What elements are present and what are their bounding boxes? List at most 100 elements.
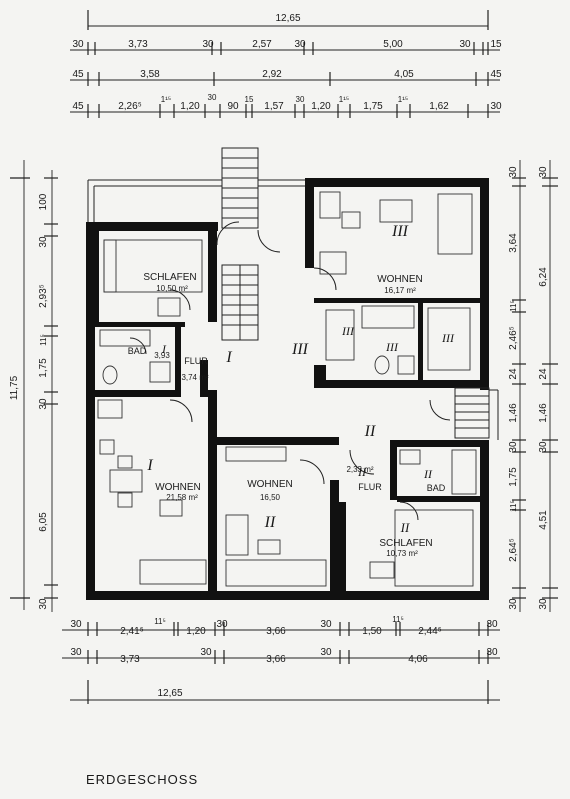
top-row3-ticks [87,104,489,118]
wall-east-lower [480,440,489,600]
dim-label: 1,75 [363,101,383,112]
left-total-label: 11,75 [9,375,20,400]
dim-label: 3,58 [140,69,160,80]
wall-north-right [305,178,489,187]
dim-label: 30 [320,619,332,630]
dim-label: 30 [200,647,212,658]
wall-bad2-west [390,440,397,500]
fixtures [87,147,499,521]
top-dimensions: 12,65 30 3,73 30 2,57 30 5,00 30 15 [70,10,502,118]
door-swing [169,399,193,423]
left-dimensions: 11,75 100 30 2,93⁵ 11⁵ 1,75 30 6,05 30 [9,160,58,612]
dim-label: 30 [508,441,519,453]
wall-bad2-north [390,440,489,447]
dim-label: 3,64 [508,233,519,253]
dim-label: 30 [320,647,332,658]
dim-label: 15 [490,39,502,50]
table [379,199,413,223]
wall-wohnen3-west [305,178,314,268]
wall-bath-divider [418,298,423,388]
dim-label: 2,92 [262,69,282,80]
dim-label: 30 [38,598,49,610]
door-swing [429,399,451,421]
wall-schlafen1-south [95,322,185,327]
walls [86,178,489,600]
dim-label: 11⁵ [509,300,518,312]
dim-label: 3,73 [120,654,140,665]
top-total-label: 12,65 [275,13,300,24]
dim-label: 11⁵ [39,334,48,346]
dim-label: 1¹⁵ [161,95,171,104]
unit-mark: III [341,324,355,338]
left-row-ticks [44,177,58,599]
room-area: 16,17 m² [384,286,416,295]
wall-south-left [86,591,221,600]
door-swing [216,221,240,246]
room-name: SCHLAFEN [143,272,196,283]
unit-mark: II [264,514,276,531]
room-name: WOHNEN [377,274,423,285]
wall-west [86,222,95,600]
dim-label: 45 [490,69,502,80]
bed [394,509,474,587]
dim-label: 30 [538,441,549,453]
room-area: 3,74 m² [181,373,208,382]
dim-label: 30 [508,166,519,178]
dim-label: 30 [202,39,214,50]
dim-label: 1,50 [362,626,382,637]
dim-label: 30 [538,598,549,610]
dim-label: 2,41⁵ [120,626,144,637]
dim-label: 2,93⁵ [38,284,49,308]
dim-label: 1,75 [38,358,49,378]
dim-label: 1,75 [508,467,519,487]
room-area: 16,50 [260,493,281,502]
dim-label: 11⁵ [509,500,518,512]
door-swing [129,337,147,355]
unit-mark: II [423,467,433,481]
dim-label: 4,51 [538,510,549,530]
wall-bad1-east [175,322,181,397]
east-stair [454,387,490,439]
entrance-stair-steps [222,157,258,219]
wall-wohnen2-east [330,480,339,600]
door-swing [313,267,337,291]
dim-label: 4,06 [408,654,428,665]
room-area: 10,50 m² [156,284,188,293]
dim-label: 3,66 [266,654,286,665]
wall-upper-south [314,380,489,388]
dim-label: 4,05 [394,69,414,80]
table [109,469,143,493]
dim-label: 30 [508,598,519,610]
washbasin [149,361,171,383]
dim-label: 3,66 [266,626,286,637]
unit-number: I [225,349,232,366]
unit-mark: I [146,457,153,474]
unit-mark: II [357,465,367,479]
dim-label: 24 [538,368,549,380]
bottom-dimensions: 30 2,41⁵ 11⁵ 1,20 30 3,66 30 1,50 11⁵ 2,… [62,615,500,704]
unit-mark: III [441,331,455,345]
wall-north-left [86,222,218,231]
unit-mark: II [400,520,410,535]
dim-label: 2,26⁵ [118,101,142,112]
dim-label: 1,20 [186,626,206,637]
wall-mid-left [208,390,217,600]
room-name: BAD [128,346,147,356]
room-area: 3,93 [154,351,170,360]
dim-label: 30 [216,619,228,630]
bathtub [99,329,151,347]
sofa [225,559,327,587]
dim-label: 30 [70,647,82,658]
dim-label: 1¹⁵ [339,95,349,104]
dim-label: 30 [70,619,82,630]
room-name: SCHLAFEN [379,538,432,549]
dim-label: 2,46⁵ [508,326,519,350]
dim-label: 30 [486,619,498,630]
dim-label: 1,20 [311,101,331,112]
door-swing [257,229,281,253]
room-name: BAD [427,483,446,493]
door-swing [299,459,325,485]
room-area: 21,58 m² [166,493,198,502]
unit-number: II [364,423,376,440]
door-swing [349,449,375,475]
